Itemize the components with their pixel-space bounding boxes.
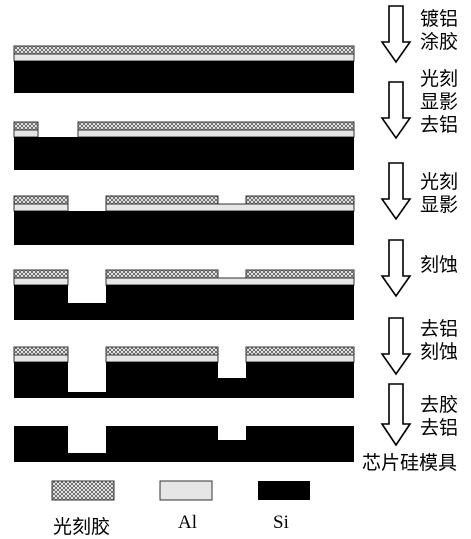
stage-2-si [14,137,354,170]
stage-3-resist-left [13,195,69,205]
legend-swatch-photoresist [51,480,115,501]
stage-6-si [14,426,354,462]
arrow-icon-6 [380,383,412,447]
step-label-4: 刻蚀 [420,254,459,276]
stage-5-si [14,362,354,398]
stage-1-si [14,61,354,93]
legend-swatch-al [159,480,213,501]
stage-4-al-mid [105,277,355,286]
arrow-icon-5 [380,317,412,376]
stage-5-resist-right [245,346,355,356]
stage-4-al-left [13,277,69,286]
stage-2-resist-right [77,121,355,131]
stage-1-al [13,53,355,62]
stage-4-resist-right [245,269,355,279]
step-label-3: 光刻 显影 [420,171,459,216]
arrow-icon-3 [380,162,412,221]
stage-6-final-mold [14,426,354,462]
legend-swatch-si [258,481,310,500]
step-label-2: 光刻 显影 去铝 [420,68,459,136]
stage-1-al-coat-resist [13,45,355,93]
legend-label-photoresist: 光刻胶 [53,516,111,538]
stage-5-al-mid [105,354,219,363]
stage-4-resist-mid [105,269,219,279]
stage-2-al-right [77,129,355,138]
stage-3-resist-mid [105,195,219,205]
stage-4-resist-left [13,269,69,279]
stage-5-al-left [13,354,69,363]
step-label-6: 去胶 去铝 [420,394,459,439]
stage-1-resist [13,45,355,55]
stage-3-litho-develop [13,195,355,245]
stage-2-resist-left [13,121,39,131]
stage-5-al-right [245,354,355,363]
stage-2-litho-develop-remove-al [13,121,355,170]
stage-2-al-left [13,129,39,138]
stage-4-si [14,285,354,320]
legend-label-al: Al [178,512,197,533]
arrow-icon-4 [380,239,412,298]
step-label-1: 镀铝 涂胶 [420,8,459,53]
arrow-icon-2 [380,81,412,140]
stage-3-al-mid [105,203,355,212]
stage-3-resist-right [245,195,355,205]
stage-5-resist-mid [105,346,219,356]
stage-3-si [14,211,354,245]
final-label: 芯片硅模具 [362,452,458,474]
stage-4-etch [13,269,355,320]
legend-label-si: Si [273,512,289,533]
stage-3-al-left [13,203,69,212]
stage-5-resist-left [13,346,69,356]
arrow-icon-1 [380,5,412,64]
stage-5-remove-al-etch [13,346,355,398]
step-label-5: 去铝 刻蚀 [420,318,459,363]
